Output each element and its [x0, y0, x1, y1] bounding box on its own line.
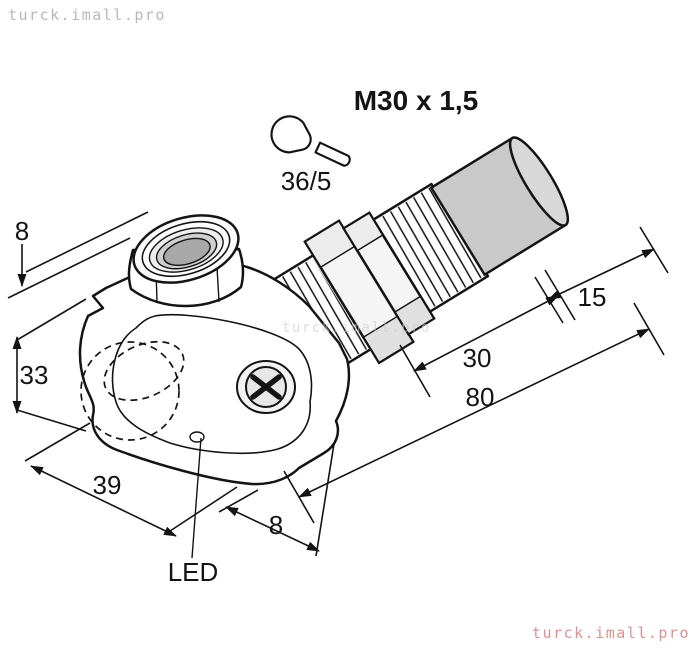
extension-line	[169, 486, 238, 532]
extension-line	[16, 298, 87, 341]
dimension-line	[225, 506, 320, 552]
dimension-value: 15	[578, 282, 607, 312]
mounting-screw	[236, 360, 296, 414]
extension-line	[315, 443, 335, 557]
extension-line	[639, 226, 669, 274]
wrench-icon	[270, 115, 351, 167]
dim-connector-height: 8	[7, 211, 149, 299]
watermark-top-left: turck.imall.pro	[8, 6, 166, 24]
hidden-coil-dashed-circle	[80, 341, 180, 441]
collar-hex-edge	[216, 266, 220, 303]
wrench-size-label: 36/5	[281, 166, 332, 196]
sensing-head-endcap	[508, 136, 570, 227]
thread-spec-label: M30 x 1,5	[354, 85, 479, 116]
dimension-value: 8	[15, 216, 29, 246]
dim-body-height: 33	[12, 298, 87, 432]
connector-thread-rings	[148, 227, 224, 273]
connector-port	[127, 214, 245, 308]
led-lens	[189, 431, 205, 443]
dimension-value: 80	[466, 382, 495, 412]
dimension-value: 30	[463, 343, 492, 373]
sensor-body	[78, 257, 351, 486]
dimension-value: 8	[269, 510, 283, 540]
extension-line	[24, 422, 91, 462]
extension-line	[218, 489, 259, 513]
extension-line	[544, 269, 576, 321]
dimension-value: 33	[20, 360, 49, 390]
led-pointer-line	[191, 437, 202, 559]
led-label: LED	[168, 557, 219, 587]
dim-overall-length: 80	[283, 302, 665, 524]
extension-line	[7, 237, 131, 299]
hex-nut-2	[341, 211, 436, 336]
hidden-coil-dashed-ellipse	[103, 340, 185, 402]
screw-cross-icon	[250, 374, 282, 400]
dim-tip-length: 15	[534, 226, 669, 324]
watermark-bottom-right: turck.imall.pro	[532, 624, 690, 642]
watermark-center: turck.imall.pro	[282, 320, 431, 336]
dimension-line	[298, 328, 650, 498]
extension-line	[25, 211, 149, 273]
thread-hatching	[376, 186, 486, 309]
sensor-barrel	[267, 136, 570, 378]
connector-rim	[132, 214, 240, 284]
extension-line	[16, 409, 87, 432]
dim-body-width: 39	[24, 422, 238, 537]
dimension-value: 39	[93, 470, 122, 500]
dimension-line	[548, 248, 655, 300]
dimension-line	[30, 465, 177, 537]
